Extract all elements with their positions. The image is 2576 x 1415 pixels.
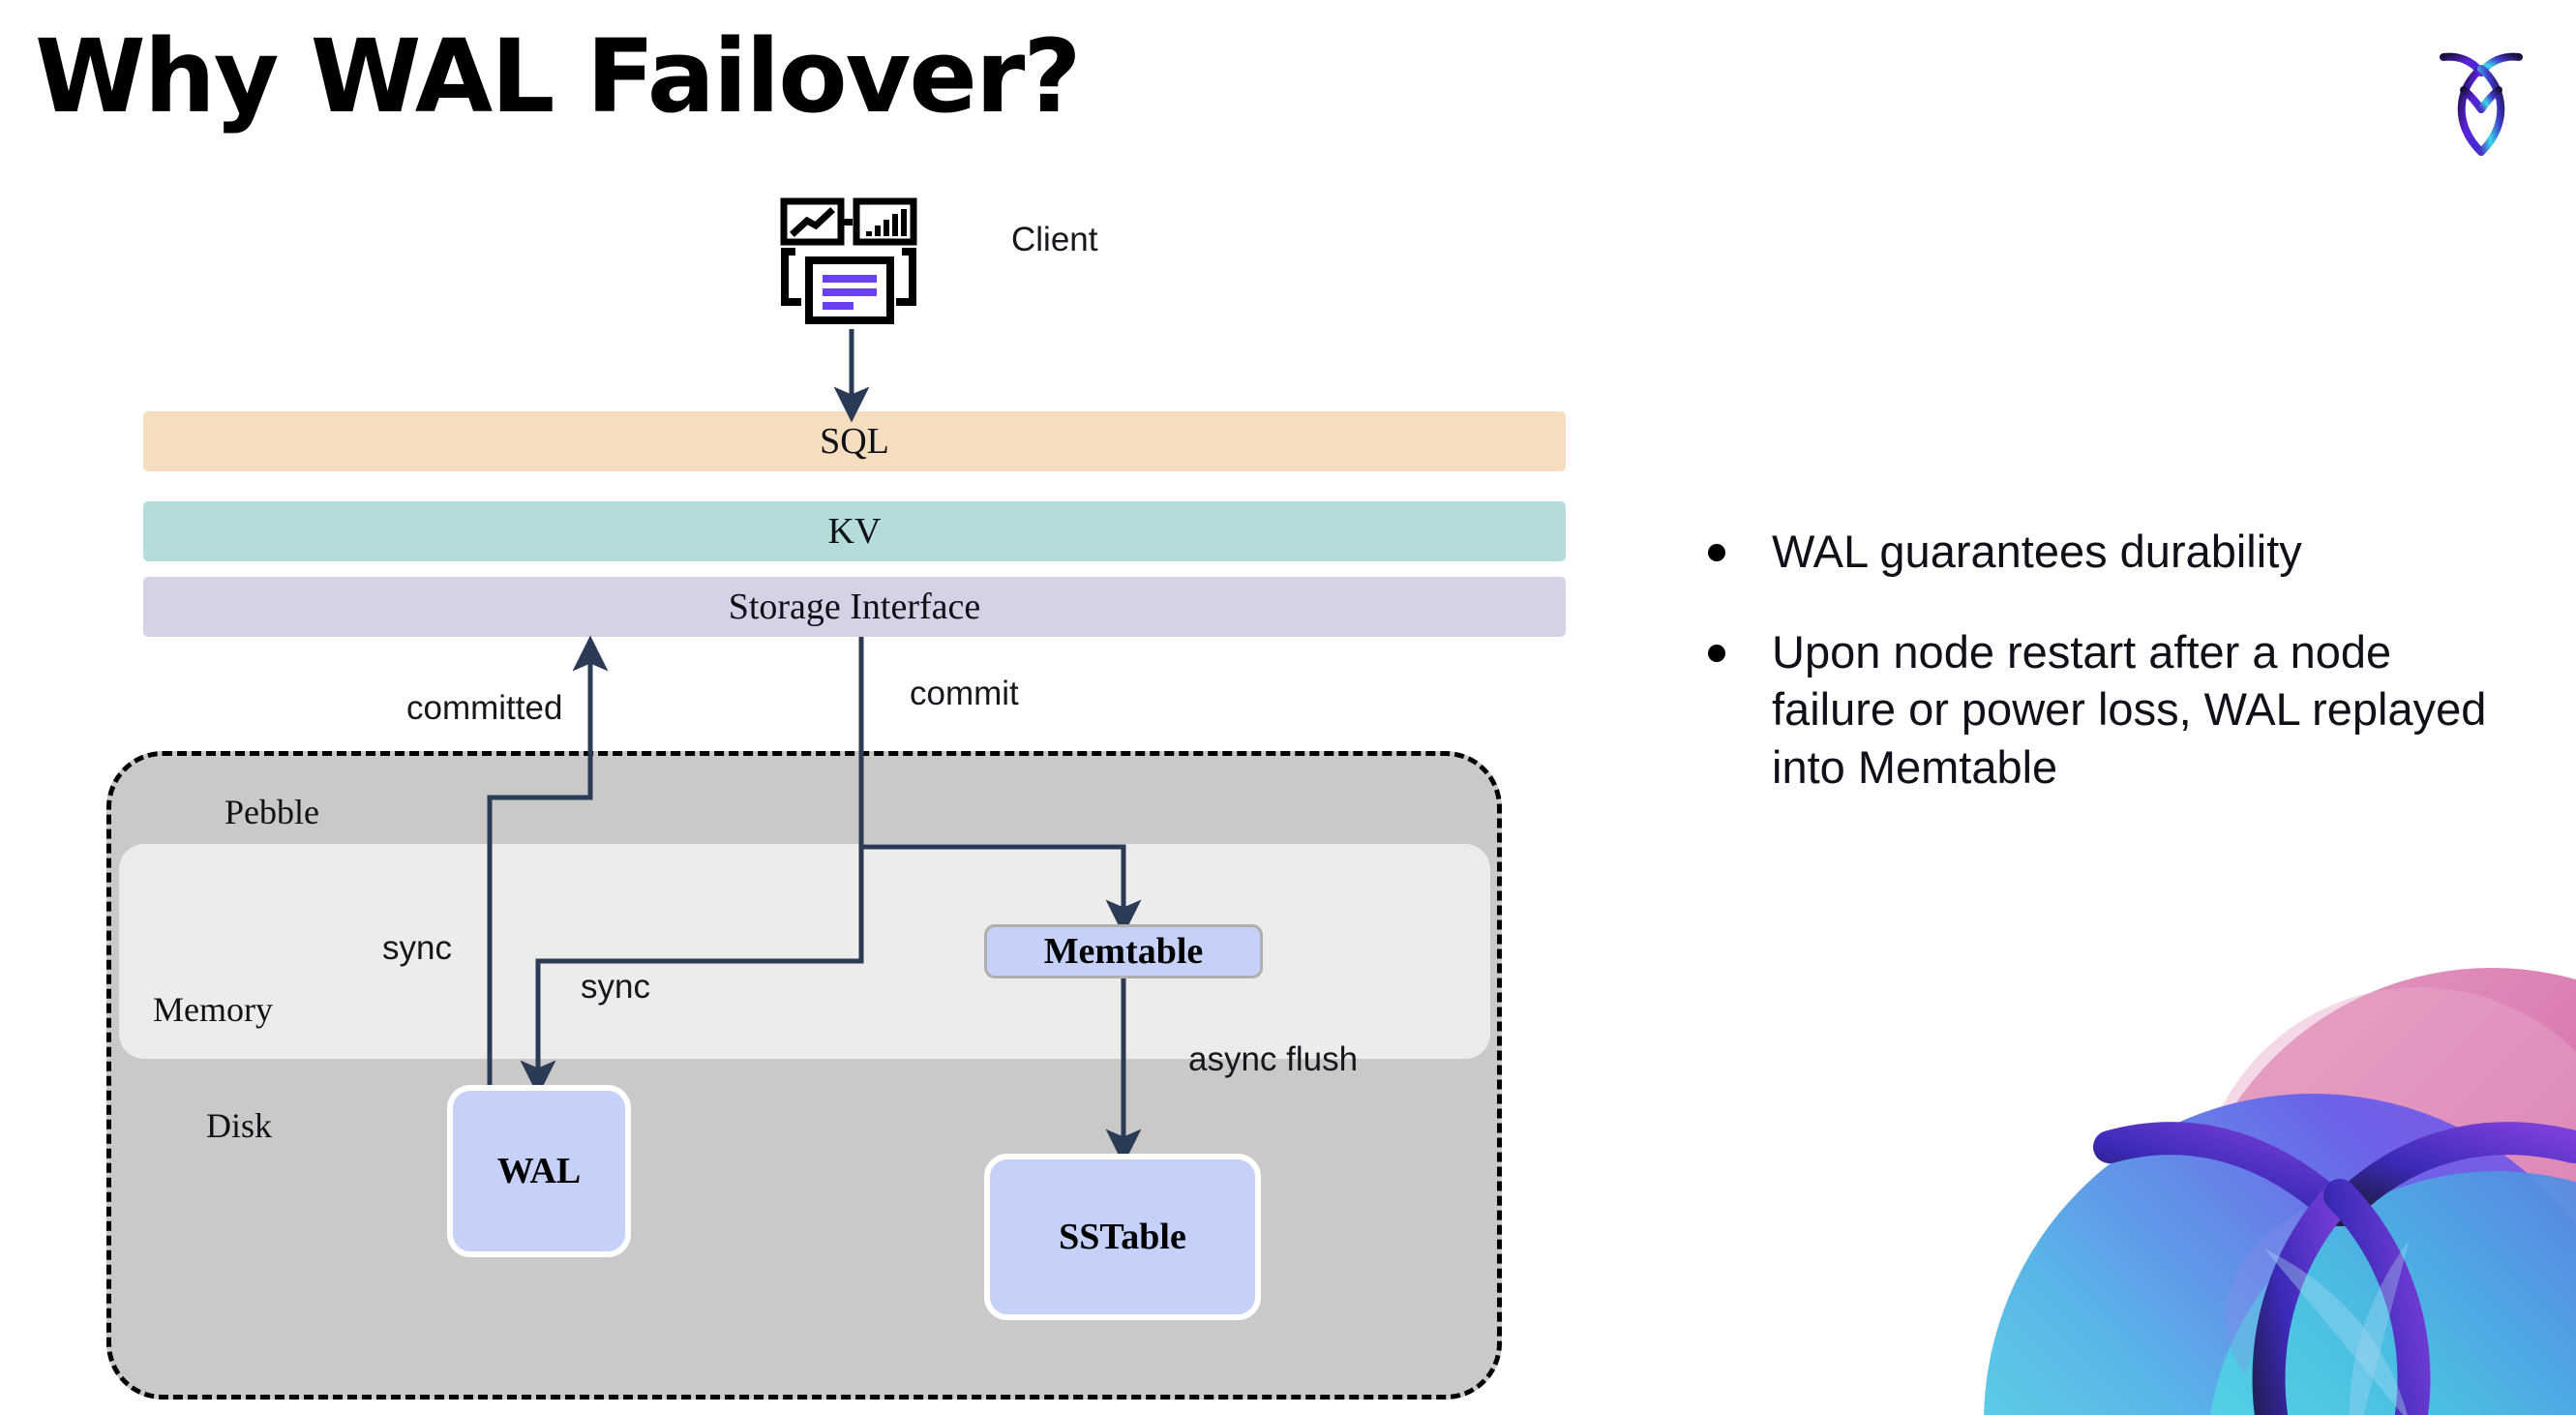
disk-label: Disk: [206, 1106, 273, 1145]
node-memtable: Memtable: [984, 924, 1263, 978]
edge-label-async-flush: async flush: [1188, 1040, 1359, 1078]
edge-label-committed: committed: [406, 689, 563, 727]
list-item: WAL guarantees durability: [1708, 523, 2492, 581]
layer-bar-kv: KV: [143, 501, 1566, 561]
edge-label-sync-right: sync: [581, 968, 650, 1006]
bullet-text: WAL guarantees durability: [1772, 526, 2302, 577]
memory-label: Memory: [153, 990, 273, 1029]
decorative-gradient-circles: [1955, 919, 2576, 1415]
page-title: Why WAL Failover?: [35, 17, 1082, 135]
node-wal: WAL: [447, 1085, 631, 1257]
cockroachdb-logo-icon: [2409, 32, 2554, 177]
bullet-list: WAL guarantees durability Upon node rest…: [1708, 523, 2492, 839]
layer-bar-sql: SQL: [143, 411, 1566, 471]
layer-bar-storage-interface: Storage Interface: [143, 577, 1566, 637]
client-label: Client: [1011, 221, 1098, 258]
list-item: Upon node restart after a node failure o…: [1708, 623, 2492, 797]
bullet-dot-icon: [1708, 544, 1725, 561]
node-sstable: SSTable: [984, 1154, 1261, 1320]
memory-region: [119, 844, 1490, 1059]
edge-label-commit: commit: [910, 675, 1019, 712]
bullet-text: Upon node restart after a node failure o…: [1772, 625, 2487, 794]
bullet-dot-icon: [1708, 644, 1725, 662]
pebble-label: Pebble: [225, 793, 319, 831]
client-dashboard-icon: [772, 196, 927, 331]
edge-label-sync-left: sync: [382, 929, 452, 967]
